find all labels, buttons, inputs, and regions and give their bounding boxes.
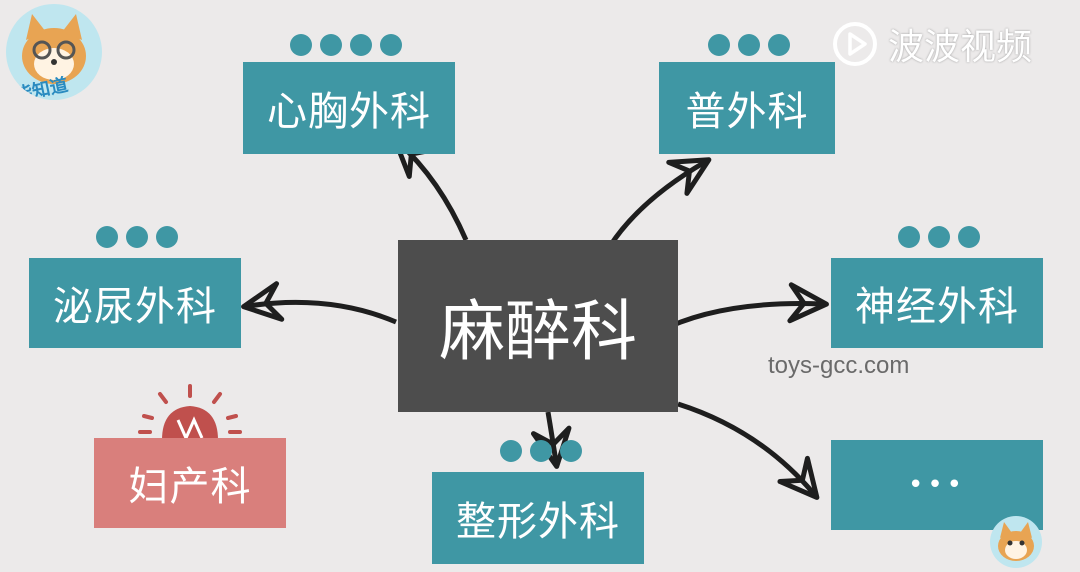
arrow-to-more	[677, 401, 820, 500]
arrow-to-neuro	[656, 282, 829, 335]
corner-avatar	[990, 516, 1042, 568]
arrow-to-plastic	[530, 411, 572, 469]
shiba-avatar-icon	[22, 14, 86, 84]
node-obgyn: 妇产科	[94, 438, 286, 528]
node-general-surgery: 普外科	[659, 62, 835, 154]
dots-neuro	[898, 226, 980, 248]
arrow-to-urology	[241, 281, 397, 325]
node-cardiothoracic: 心胸外科	[243, 62, 455, 154]
brand-text: 波波视频	[888, 27, 1033, 68]
node-anesthesiology: 麻醉科	[398, 240, 678, 412]
dots-cardiothoracic	[290, 34, 402, 56]
node-more: •••	[831, 440, 1043, 530]
brand-watermark: 波波视频	[832, 18, 1032, 70]
dots-urology	[96, 226, 178, 248]
node-plastic-surgery: 整形外科	[432, 472, 644, 564]
arrow-to-general	[607, 157, 712, 248]
site-watermark: toys-gcc.com	[768, 352, 910, 379]
logo-avatar: 柴知道	[6, 4, 102, 100]
node-urology: 泌尿外科	[29, 258, 241, 348]
dots-general	[708, 34, 790, 56]
node-neurosurgery: 神经外科	[831, 258, 1043, 348]
siren-icon	[138, 384, 242, 442]
arrow-to-cardiothoracic	[392, 136, 469, 241]
play-icon	[833, 22, 877, 66]
dots-plastic	[500, 440, 582, 462]
shiba-small-icon	[998, 522, 1034, 561]
